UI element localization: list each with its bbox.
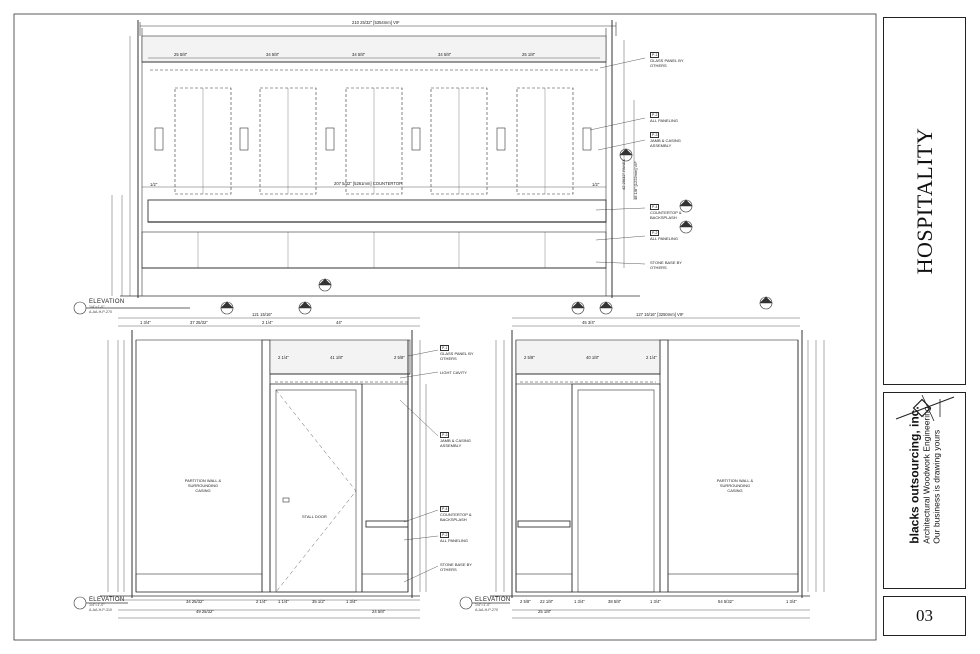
sheet-border [13,13,877,641]
top-side-dim-4: 1/2" [592,182,600,187]
project-title: HOSPITALITY [911,127,937,275]
top-dim-1: 25 5/8" [174,52,188,57]
page-number: 03 [916,606,933,625]
elevation-title-right: ELEVATION [475,597,511,603]
right-wall-note: PARTITION WALL & SURROUNDING CASING [716,478,754,493]
left-bottom-dim-5: 1 3/4" [346,599,357,604]
right-bottom-dim-5: 1 3/4" [650,599,661,604]
right-bottom-dim-3: 1 3/4" [574,599,585,604]
company-text: blacks outsourcing, inc. Architectural W… [907,406,941,544]
left-mid-dim-1: 2 1/4" [278,355,289,360]
elevation-title-left: ELEVATION [89,597,125,603]
title-block-company: blacks outsourcing, inc. Architectural W… [883,392,966,589]
top-countertop-dim: 207 5/32" [5261mm] COUNTERTOP [334,181,402,186]
company-tagline-2: Our business is drawing yours [931,429,941,544]
right-mid-dim-3: 2 1/4" [646,355,657,360]
top-note-6: STONE BASE BY OTHERS [650,260,682,270]
top-dim-2: 34 5/8" [266,52,280,57]
elevation-ref-right: A-AA-H-P-270 [475,608,498,612]
left-mid-dim-3: 2 5/8" [394,355,405,360]
left-bottom-dim-2: 2 1/4" [256,599,267,604]
right-bottom-dim-4: 38 5/8" [608,599,622,604]
right-mid-dim-2: 40 1/8" [586,355,600,360]
company-tagline-1: Architectural Woodwork Engineering [921,406,931,544]
right-bottom-dim-6: 54 5/32" [718,599,734,604]
top-overall-dim: 210 25/32" [5354mm] VIF [352,20,400,25]
left-bottom-total: 49 25/32" [196,609,214,614]
top-side-dim-2: 48 1/8" [1222mm] VIF [633,161,638,200]
elevation-scale-right: 1/4"=1'-0" [475,603,491,607]
left-top-dim-1: 1 3/4" [140,320,151,325]
elevation-scale-top: 1/4"=1'-0" [89,305,105,309]
elevation-right [459,296,825,619]
right-bottom-dim-1: 2 5/8" [520,599,531,604]
right-mid-dim-1: 2 5/8" [524,355,535,360]
right-bottom-dim-2: 22 1/8" [540,599,554,604]
left-top-dim-4: 44" [336,320,343,325]
left-top-dim-2: 37 25/32" [190,320,208,325]
title-block-project: HOSPITALITY [883,17,966,385]
right-overall-dim: 127 15/16" [3250mm] VIF [636,312,684,317]
top-dim-3: 34 5/8" [352,52,366,57]
left-top-dim-3: 2 1/4" [262,320,273,325]
top-side-dim-3: 1/2" [150,182,158,187]
elevation-ref-top: A-AA-H-P-270 [89,310,112,314]
right-top-dim-1: 45 3/4" [582,320,596,325]
left-note-2: LIGHT CAVITY [440,370,467,375]
elevation-left [73,301,439,619]
right-bottom-dim-7: 1 3/4" [786,599,797,604]
company-logo-icon [895,394,955,422]
top-side-dim-1: 42 29/32" PANEL [621,159,626,190]
right-bottom-total: 25 1/8" [538,609,552,614]
left-wall-note: PARTITION WALL & SURROUNDING CASING [184,478,222,493]
left-bottom-dim-3: 1 1/4" [278,599,289,604]
left-bottom-dim-6: 24 5/8" [372,609,386,614]
top-dim-5: 25 1/8" [522,52,536,57]
company-name: blacks outsourcing, inc. [907,406,921,544]
elevation-marker-top [73,301,190,315]
elevation-title-top: ELEVATION [89,299,125,305]
elevation-scale-left: 1/4"=1'-0" [89,603,105,607]
left-door-note: STALL DOOR [302,514,327,519]
left-bottom-dim-4: 35 1/2" [312,599,326,604]
left-mid-dim-2: 41 1/8" [330,355,344,360]
top-dim-4: 34 5/8" [438,52,452,57]
left-note-6: STONE BASE BY OTHERS [440,562,472,572]
elevation-top [111,20,693,298]
left-overall-dim: 121 15/16" [252,312,273,317]
title-block-page: 03 [883,596,966,636]
elevation-ref-left: A-AA-H-P-310 [89,608,112,612]
left-bottom-dim-1: 34 25/32" [186,599,204,604]
